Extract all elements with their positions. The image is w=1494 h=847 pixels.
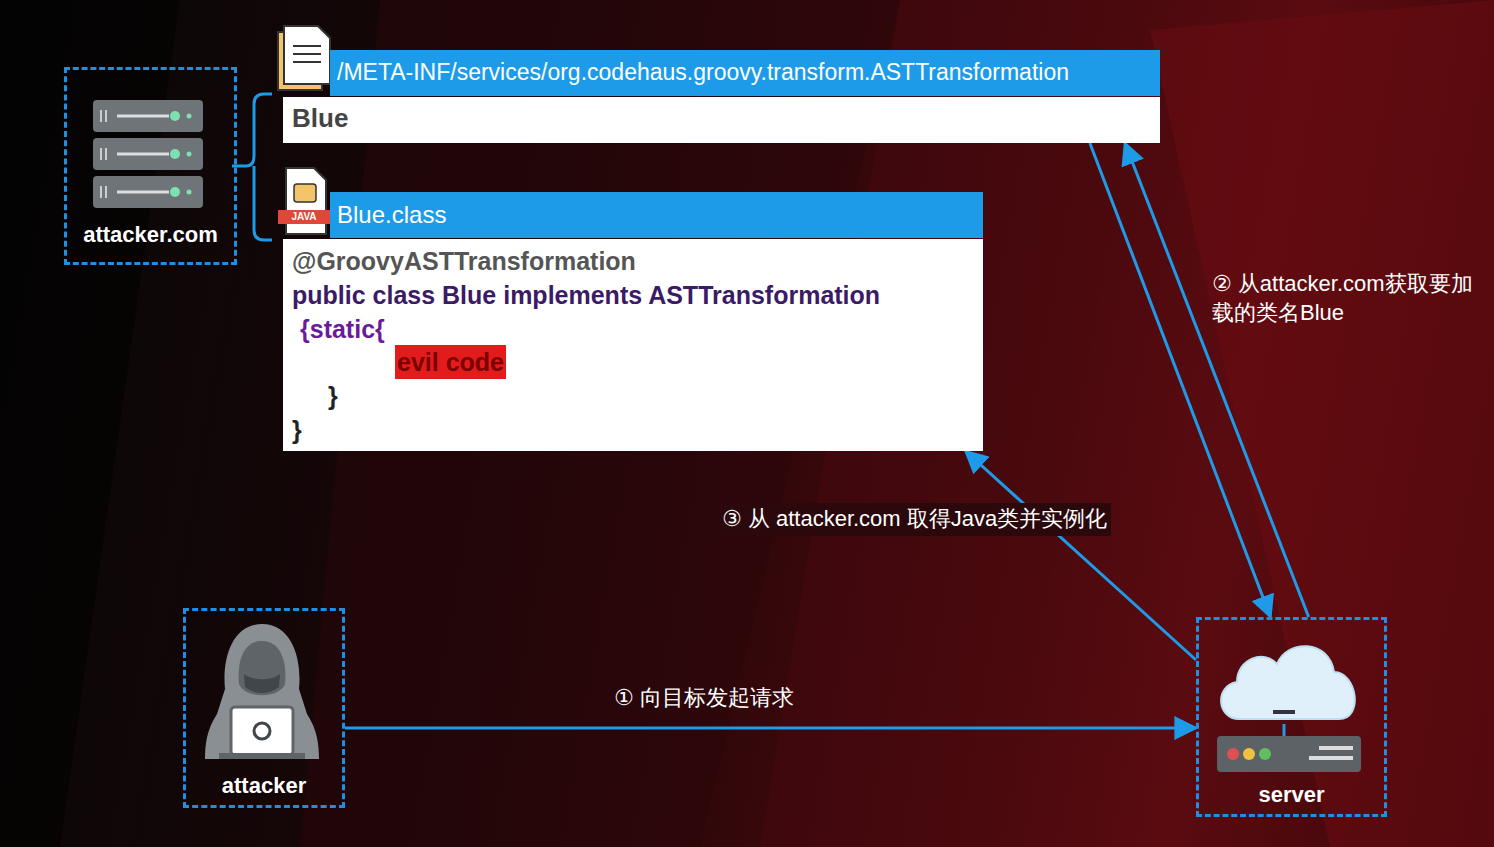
edge-label: ② 从attacker.com获取要加载的类名Blue bbox=[1212, 270, 1480, 327]
code-box: Blue.class @GroovyASTTransformationpublic… bbox=[283, 192, 983, 451]
attacker-box: attacker bbox=[183, 608, 345, 808]
bracket bbox=[232, 94, 272, 166]
edge-label: ① 向目标发起请求 bbox=[614, 684, 794, 713]
code-line: public class Blue implements ASTTransfor… bbox=[292, 278, 880, 312]
icon-label: JAVA bbox=[278, 210, 330, 224]
server-box: server bbox=[1196, 617, 1387, 817]
code-line: } bbox=[292, 413, 302, 447]
file-content: Blue bbox=[292, 103, 348, 134]
header-text: Blue.class bbox=[337, 201, 446, 229]
code-line: } bbox=[328, 379, 338, 413]
arrow-connector bbox=[1090, 143, 1271, 617]
code-line: @GroovyASTTransformation bbox=[292, 244, 636, 278]
bracket bbox=[254, 166, 272, 240]
file-box: /META-INF/services/org.codehaus.groovy.t… bbox=[283, 50, 1160, 143]
node-label: server bbox=[1199, 782, 1384, 808]
arrow-connector bbox=[345, 727, 1196, 730]
edge-label: ③ 从 attacker.com 取得Java类并实例化 bbox=[718, 503, 1111, 536]
node-label: attacker bbox=[186, 773, 342, 799]
node-label: attacker.com bbox=[67, 222, 234, 248]
code-line: {static{ bbox=[300, 312, 385, 346]
header-text: /META-INF/services/org.codehaus.groovy.t… bbox=[337, 59, 1069, 86]
cloud-server-icon bbox=[1209, 624, 1369, 784]
highlighted-code: evil code bbox=[395, 345, 506, 379]
host-box: attacker.com bbox=[64, 67, 237, 265]
hacker-figure bbox=[197, 619, 327, 769]
arrow-connector bbox=[966, 451, 1197, 660]
server-rack-icon bbox=[87, 94, 207, 214]
arrow-connector bbox=[1125, 143, 1309, 617]
